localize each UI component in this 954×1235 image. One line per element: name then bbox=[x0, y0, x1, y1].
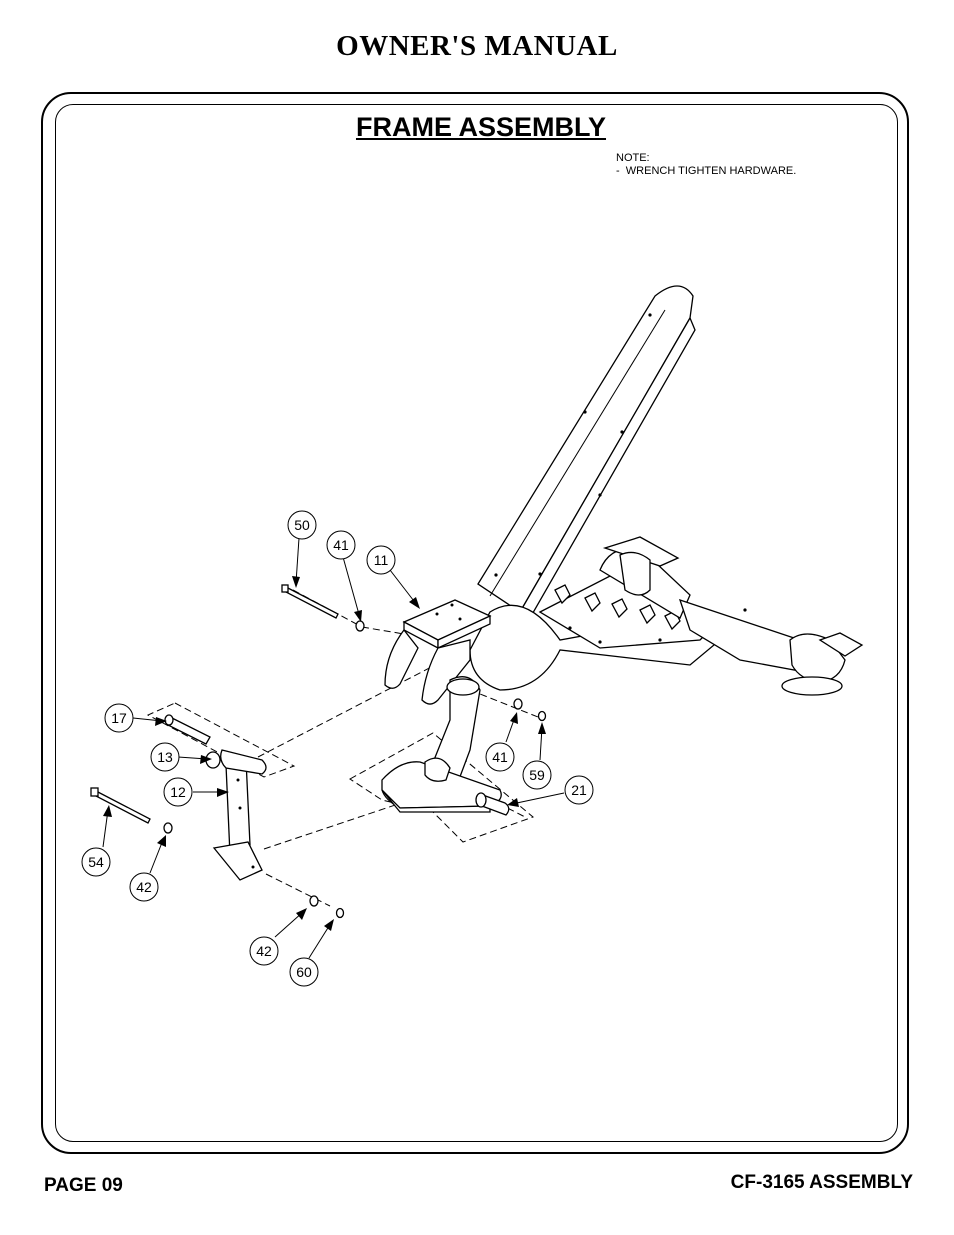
seat-bracket bbox=[384, 599, 492, 705]
support-post bbox=[381, 676, 502, 813]
callout-label: 12 bbox=[170, 784, 186, 800]
callout-label: 17 bbox=[111, 710, 127, 726]
callout-label: 54 bbox=[88, 854, 104, 870]
callout-label: 41 bbox=[492, 749, 508, 765]
callout-60: 60 bbox=[289, 957, 319, 987]
manual-title: OWNER'S MANUAL bbox=[336, 30, 618, 62]
callout-label: 11 bbox=[374, 552, 389, 568]
callout-label: 41 bbox=[333, 537, 349, 553]
callout-41: 41 bbox=[485, 742, 515, 772]
note-line: - WRENCH TIGHTEN HARDWARE. bbox=[616, 165, 797, 177]
callout-59: 59 bbox=[522, 760, 552, 790]
callout-12: 12 bbox=[163, 777, 193, 807]
callout-label: 42 bbox=[256, 943, 272, 959]
page-frame-outer bbox=[41, 92, 909, 1154]
front-leg bbox=[205, 749, 267, 881]
assembly-note: NOTE: - WRENCH TIGHTEN HARDWARE. bbox=[616, 152, 796, 178]
callout-label: 60 bbox=[296, 964, 312, 980]
callout-label: 42 bbox=[136, 879, 152, 895]
callout-42: 42 bbox=[129, 872, 159, 902]
callout-label: 59 bbox=[529, 767, 545, 783]
hardware bbox=[90, 584, 547, 919]
main-frame bbox=[469, 536, 864, 696]
callout-13: 13 bbox=[150, 742, 180, 772]
page-frame-inner bbox=[55, 104, 898, 1142]
callout-label: 13 bbox=[157, 749, 173, 765]
backrest-board bbox=[477, 285, 696, 619]
callout-54: 54 bbox=[81, 847, 111, 877]
callout-42: 42 bbox=[249, 936, 279, 966]
callout-label: 21 bbox=[571, 782, 587, 798]
callout-41: 41 bbox=[326, 530, 356, 560]
page-number: PAGE 09 bbox=[44, 1175, 123, 1196]
callout-21: 21 bbox=[564, 775, 594, 805]
model-assembly-label: CF-3165 ASSEMBLY bbox=[730, 1172, 913, 1193]
callout-label: 50 bbox=[294, 517, 310, 533]
callout-11: 11 bbox=[366, 545, 396, 575]
leader-lines bbox=[102, 537, 565, 959]
callout-17: 17 bbox=[104, 703, 134, 733]
callout-50: 50 bbox=[287, 510, 317, 540]
note-heading: NOTE: bbox=[616, 152, 650, 164]
section-title: FRAME ASSEMBLY bbox=[355, 112, 607, 142]
